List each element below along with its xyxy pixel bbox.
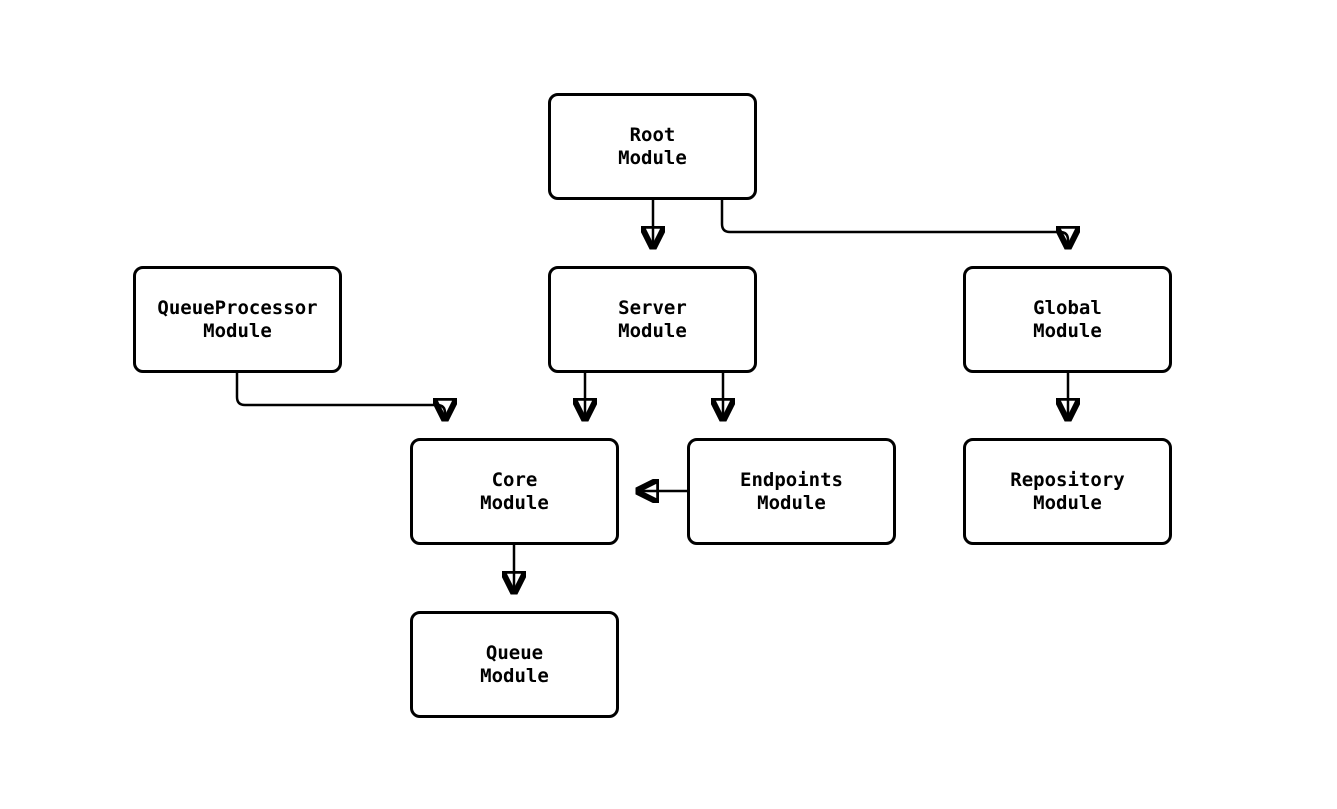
node-core-module[interactable]: Core Module — [410, 438, 619, 545]
node-root-module[interactable]: Root Module — [548, 93, 757, 200]
node-label: Global Module — [1033, 296, 1102, 342]
node-endpoints-module[interactable]: Endpoints Module — [687, 438, 896, 545]
node-queue-module[interactable]: Queue Module — [410, 611, 619, 718]
node-label: Core Module — [480, 468, 549, 514]
node-server-module[interactable]: Server Module — [548, 266, 757, 373]
edge-queueprocessor-to-core — [235, 371, 445, 418]
node-repository-module[interactable]: Repository Module — [963, 438, 1172, 545]
node-global-module[interactable]: Global Module — [963, 266, 1172, 373]
node-label: Endpoints Module — [740, 468, 843, 514]
node-label: Queue Module — [480, 641, 549, 687]
node-label: QueueProcessor Module — [157, 296, 318, 342]
node-queueprocessor-module[interactable]: QueueProcessor Module — [133, 266, 342, 373]
node-label: Server Module — [618, 296, 687, 342]
node-label: Repository Module — [1010, 468, 1125, 514]
node-label: Root Module — [618, 123, 687, 169]
edge-root-to-global — [720, 196, 1068, 246]
